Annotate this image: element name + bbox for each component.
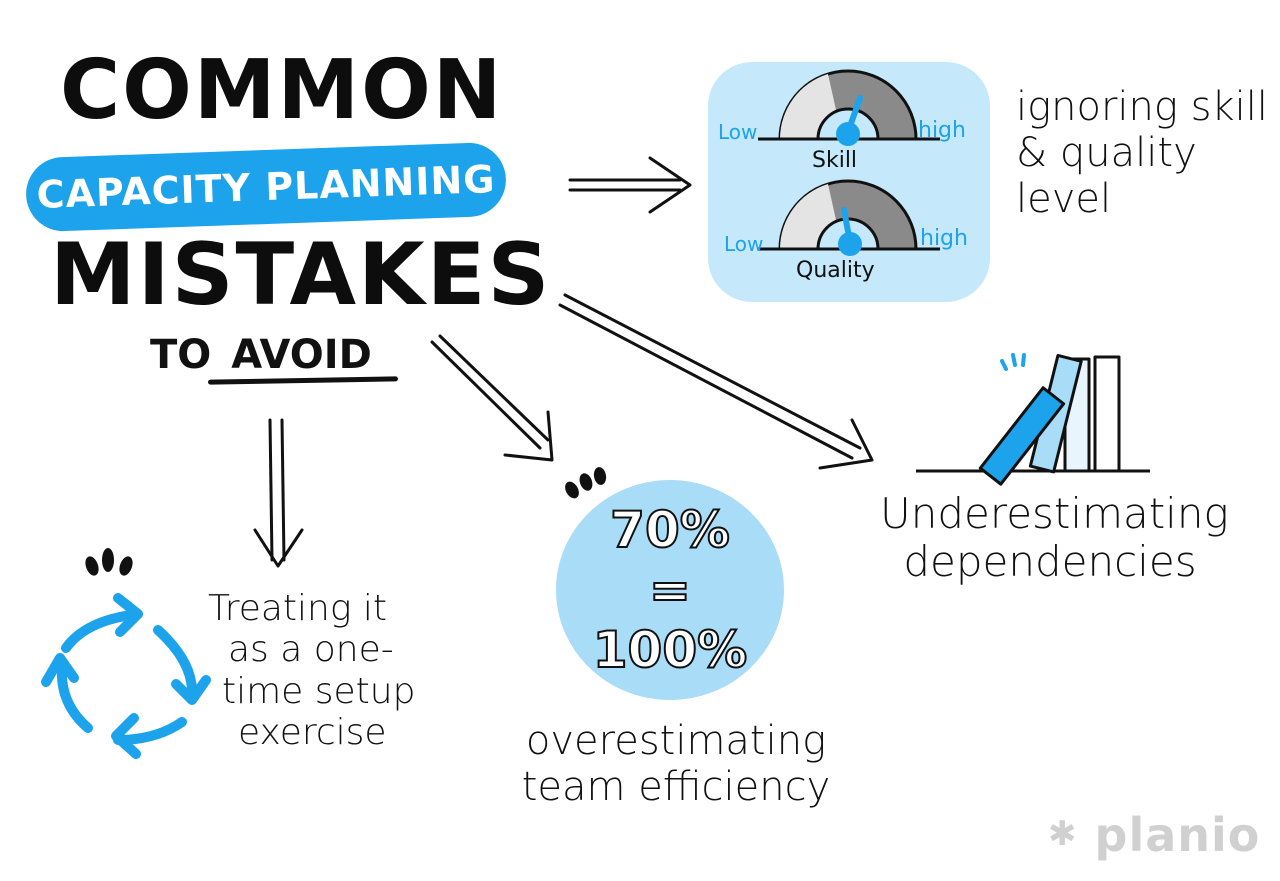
arrow-diagonal-short-icon [430,334,554,462]
quality-high-label: high [920,226,968,251]
text-line: team efficiency [521,764,831,810]
title-to-avoid: TO AVOID [150,332,372,378]
badge-line-100: 100% [592,620,748,680]
text-line: as a one- [228,629,394,671]
text-line: & quality [1016,130,1197,176]
skill-low-label: Low [718,120,758,144]
text-line: Treating it [208,588,388,629]
text-line: overestimating [525,718,827,764]
falling-books-icon [916,353,1150,486]
text-line: dependencies [903,537,1197,587]
title-common: COMMON [60,43,504,138]
title-to: TO [150,332,212,378]
mistake-dependencies-text: Underestimating dependencies [880,489,1229,587]
text-line: exercise [238,712,387,754]
text-line: time setup [222,670,416,712]
text-line: level [1016,176,1112,222]
skill-gauge-icon [758,69,940,256]
efficiency-circle [556,480,784,700]
badge-line-70: 70% [609,500,731,560]
title-avoid: AVOID [231,332,372,378]
arrow-down-icon [253,418,304,568]
text-line: Underestimating [880,489,1229,538]
mistake-efficiency-text: overestimating team efficiency [516,718,836,810]
brand-name: planio [1094,808,1261,862]
skill-gauge-label: Skill [812,148,858,173]
asterisk-icon: ✱ [1048,814,1078,854]
title-mistakes: MISTAKES [50,225,552,325]
arrow-right-icon [568,156,692,214]
planio-logo: ✱ planio [1048,808,1260,862]
quality-low-label: Low [724,232,764,256]
efficiency-badge-text: 70% = 100% [556,500,784,680]
arrow-diagonal-long-icon [558,293,874,470]
emphasis-marks-icon [565,467,607,499]
cycle-arrows-icon [41,548,211,759]
quality-gauge-label: Quality [796,258,875,283]
text-line: ignoring skill [1016,84,1268,130]
mistake-skill-quality-text: ignoring skill & quality level [1016,84,1268,222]
badge-line-equals: = [648,560,692,620]
mistake-one-time-text: Treating it as a one- time setup exercis… [208,588,415,754]
skill-high-label: high [918,118,966,143]
